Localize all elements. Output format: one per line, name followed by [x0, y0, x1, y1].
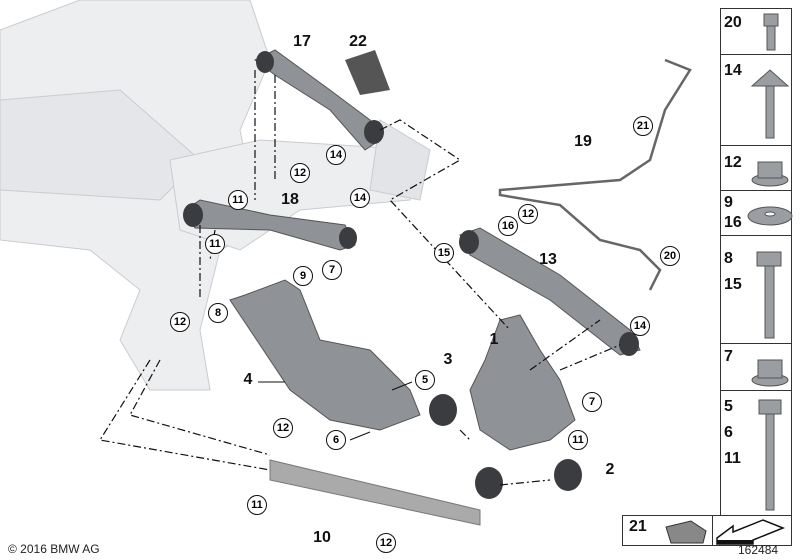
callout-17: 17 — [293, 33, 311, 50]
callout-1: 1 — [489, 331, 499, 348]
legend-label: 15 — [724, 276, 742, 293]
diagram-number: 162484 — [738, 543, 779, 557]
callout-12: 12 — [273, 418, 293, 438]
parts-legend-20 — [720, 8, 792, 55]
clip-box-label: 21 — [629, 518, 647, 535]
callout-21: 21 — [633, 116, 653, 136]
callout-6: 6 — [326, 430, 346, 450]
callout-16: 16 — [498, 216, 518, 236]
legend-label: 14 — [724, 62, 742, 79]
callout-18: 18 — [281, 191, 299, 208]
legend-label: 5 — [724, 398, 733, 415]
legend-label: 16 — [724, 214, 742, 231]
callout-4: 4 — [243, 371, 253, 388]
callout-20: 20 — [660, 246, 680, 266]
direction-box — [712, 515, 792, 546]
callout-8: 8 — [208, 303, 228, 323]
front-arrow-icon — [716, 519, 786, 545]
callout-11: 11 — [247, 495, 267, 515]
callout-14: 14 — [350, 188, 370, 208]
bracket — [345, 50, 390, 95]
callout-15: 15 — [434, 243, 454, 263]
callout-3: 3 — [443, 351, 453, 368]
legend-label: 7 — [724, 348, 733, 365]
legend-label: 11 — [724, 450, 741, 467]
legend-label: 20 — [724, 14, 742, 31]
callout-22: 22 — [349, 33, 367, 50]
callout-10: 10 — [313, 529, 331, 546]
callout-12: 12 — [290, 163, 310, 183]
cable-clip-icon — [665, 520, 707, 544]
callout-2: 2 — [605, 461, 615, 478]
callout-7: 7 — [322, 260, 342, 280]
callout-9: 9 — [293, 266, 313, 286]
subframe — [0, 0, 431, 391]
callout-11: 11 — [568, 430, 588, 450]
callout-7: 7 — [582, 392, 602, 412]
sensor-wire — [498, 58, 692, 291]
control-arms — [184, 49, 641, 451]
link-plate — [269, 459, 481, 526]
callout-5: 5 — [415, 370, 435, 390]
callout-12: 12 — [170, 312, 190, 332]
callout-14: 14 — [630, 316, 650, 336]
callout-12: 12 — [518, 204, 538, 224]
legend-label: 12 — [724, 154, 742, 171]
callout-12: 12 — [376, 533, 396, 553]
callout-19: 19 — [574, 133, 592, 150]
leader-lines — [99, 70, 621, 486]
clip-box: 21 — [622, 515, 713, 546]
legend-label: 8 — [724, 250, 733, 267]
callout-13: 13 — [539, 251, 557, 268]
leader-ticks — [258, 381, 413, 441]
callout-14: 14 — [326, 145, 346, 165]
callout-11: 11 — [228, 190, 248, 210]
legend-label: 6 — [724, 424, 733, 441]
legend-label: 9 — [724, 194, 733, 211]
copyright: © 2016 BMW AG — [8, 542, 100, 556]
bushings — [183, 51, 639, 499]
callout-11: 11 — [205, 234, 225, 254]
